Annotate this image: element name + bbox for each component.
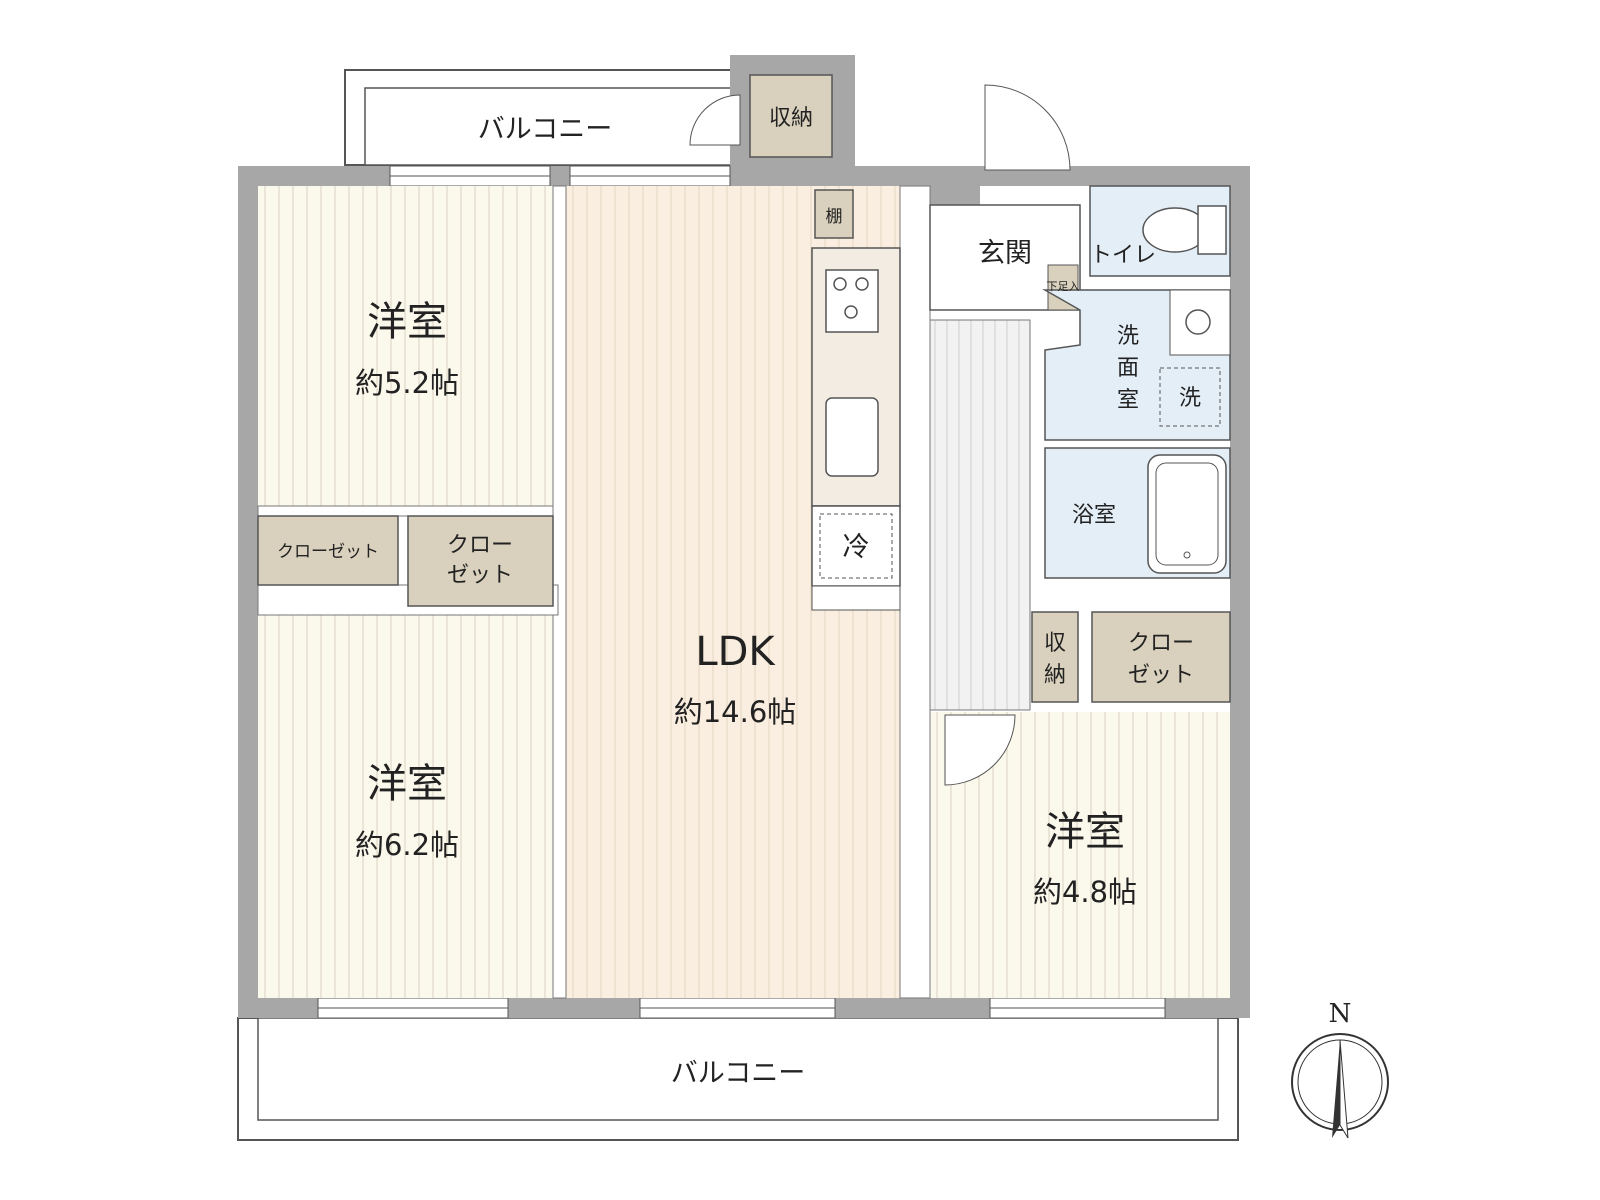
shelf (814, 189, 854, 239)
closet-mid-label-line1: クロー (447, 533, 513, 558)
room-western-4-8 (930, 712, 1230, 998)
corridor (929, 319, 1031, 786)
fridge-label: 冷 (843, 532, 870, 563)
shelf-label: 棚 (826, 207, 843, 227)
kitchen-counter (811, 247, 901, 611)
room2-name: 洋室 (367, 761, 447, 807)
compass-icon (1291, 1033, 1389, 1139)
interior-walls (257, 185, 931, 999)
washroom-label-line3: 室 (1117, 388, 1139, 413)
closet-right-label-line2: ゼット (1128, 663, 1194, 688)
toilet-label: トイレ (1090, 243, 1156, 268)
room1-name: 洋室 (367, 299, 447, 345)
shoe-box-label: 下足入 (1047, 280, 1080, 293)
room-western-5-2 (258, 186, 553, 506)
bath-label: 浴室 (1072, 503, 1116, 528)
storage-hall-label-line1: 収 (1044, 631, 1066, 656)
bath (1044, 447, 1231, 579)
windows-top (389, 165, 731, 187)
entrance-label: 玄関 (978, 238, 1032, 269)
storage-balcony (689, 74, 833, 158)
room1-size: 約5.2帖 (355, 366, 459, 400)
balcony-top (344, 69, 751, 166)
storage-hall (1031, 611, 1079, 703)
room3-size: 約4.8帖 (1033, 875, 1137, 909)
ldk-size: 約14.6帖 (674, 695, 797, 729)
washer-label: 洗 (1179, 386, 1201, 411)
balcony-top-label: バルコニー (478, 114, 612, 145)
room-western-6-2 (258, 615, 558, 998)
closet-left (257, 515, 399, 586)
washroom-label-line1: 洗 (1117, 324, 1139, 349)
closet-right (1091, 611, 1231, 703)
closet-right-label-line1: クロー (1128, 631, 1194, 656)
balcony-bottom-label: バルコニー (671, 1058, 805, 1089)
toilet (1089, 185, 1231, 277)
storage-balcony-label: 収納 (769, 106, 813, 131)
room2-size: 約6.2帖 (355, 828, 459, 862)
washroom (1042, 289, 1231, 441)
storage-hall-label-line2: 納 (1044, 663, 1066, 688)
closet-mid-label-line2: ゼット (447, 563, 513, 588)
closet-left-label: クローゼット (277, 542, 379, 562)
closet-mid (407, 515, 554, 607)
ldk-name: LDK (695, 629, 776, 675)
north-label: N (1329, 999, 1352, 1029)
room3-name: 洋室 (1045, 809, 1125, 855)
washroom-label-line2: 面 (1117, 356, 1139, 381)
windows-bottom (317, 997, 1166, 1019)
